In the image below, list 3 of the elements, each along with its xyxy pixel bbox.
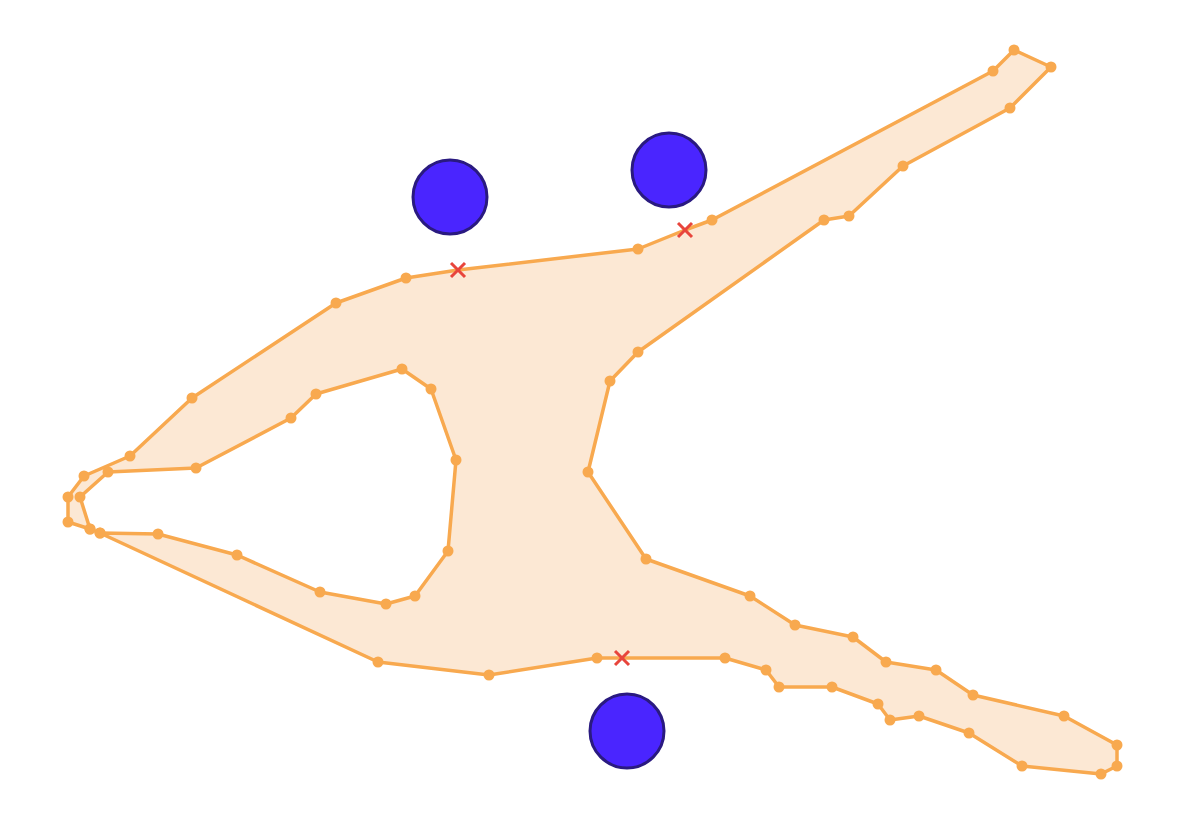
filled-circle [411, 158, 489, 236]
filled-circle [630, 131, 708, 209]
filled-circle [588, 692, 666, 770]
